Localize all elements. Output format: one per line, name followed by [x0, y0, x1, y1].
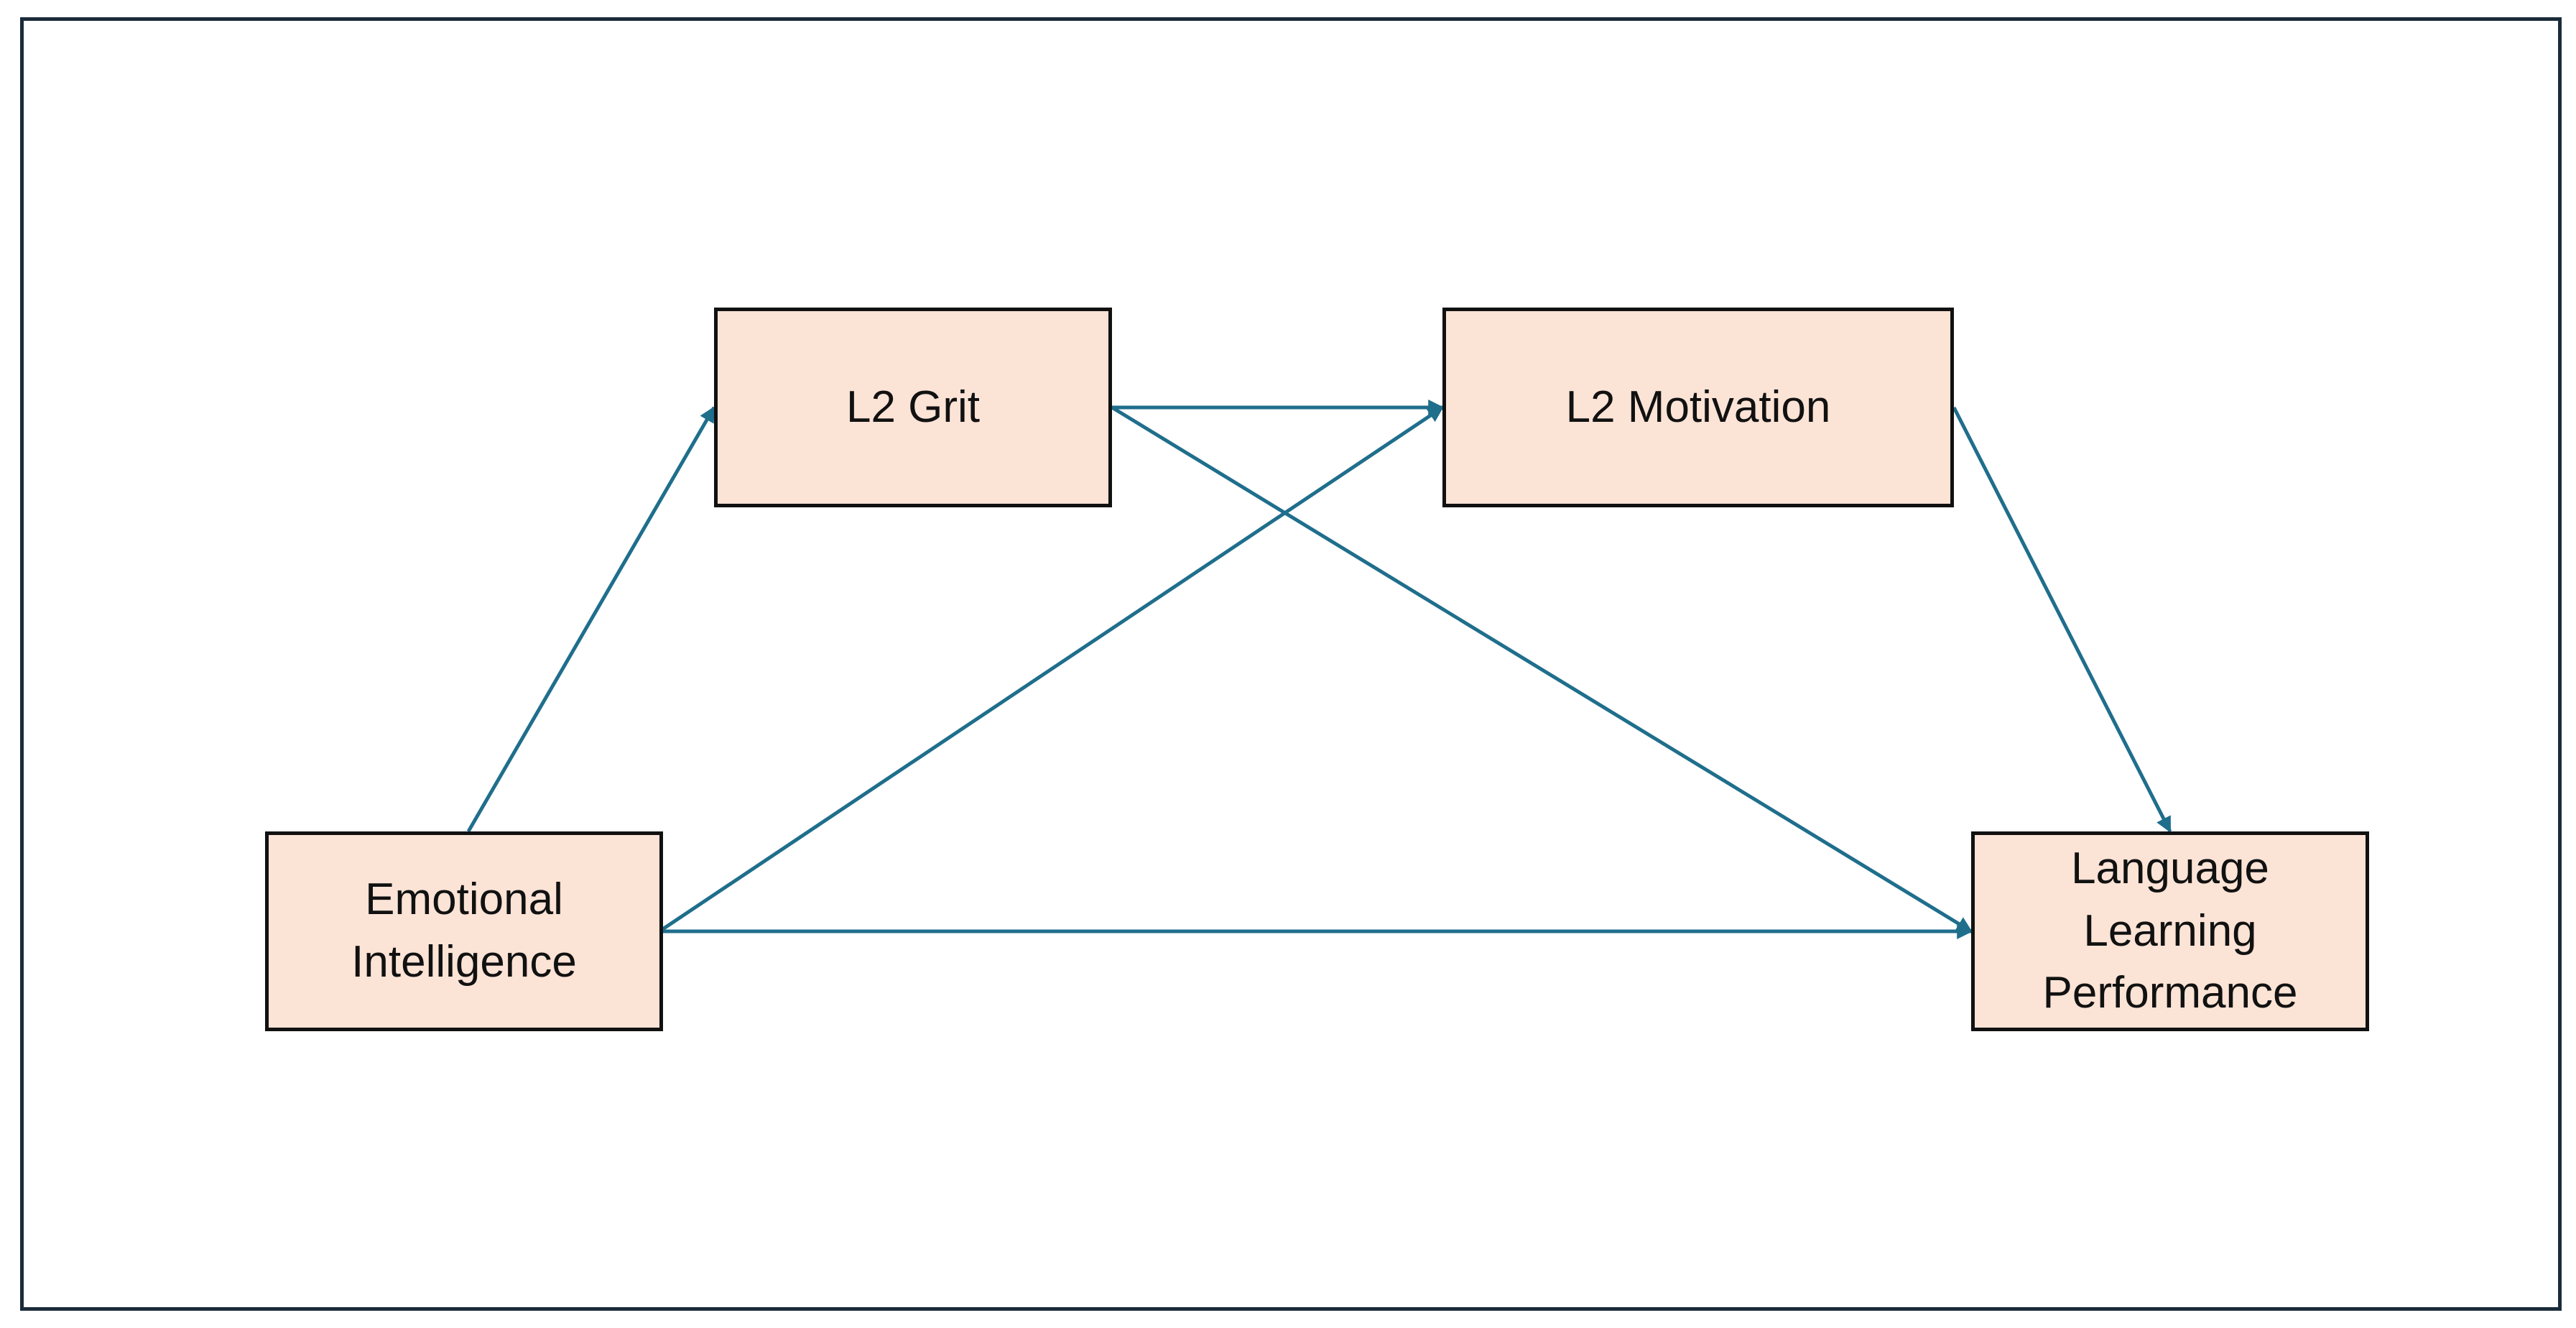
diagram-frame: [20, 17, 2562, 1311]
node-label: L2 Motivation: [1565, 382, 1831, 432]
node-label: Emotional Intelligence: [351, 875, 577, 987]
arrow-grit-to-performance: [1111, 405, 1973, 933]
node-l2-grit: L2 Grit: [714, 308, 1112, 507]
arrow-motivation-to-performance: [1952, 406, 2172, 833]
node-label: L2 Grit: [845, 382, 981, 432]
node-language-learning-performance: Language Learning Performance: [1971, 831, 2369, 1031]
node-label: Language Learning Performance: [2042, 843, 2298, 1018]
node-emotional-intelligence: Emotional Intelligence: [265, 831, 663, 1031]
arrow-emotional-intelligence-to-grit: [466, 406, 716, 833]
arrow-emotional-intelligence-to-motivation: [658, 405, 1444, 933]
node-l2-motivation: L2 Motivation: [1442, 308, 1954, 507]
